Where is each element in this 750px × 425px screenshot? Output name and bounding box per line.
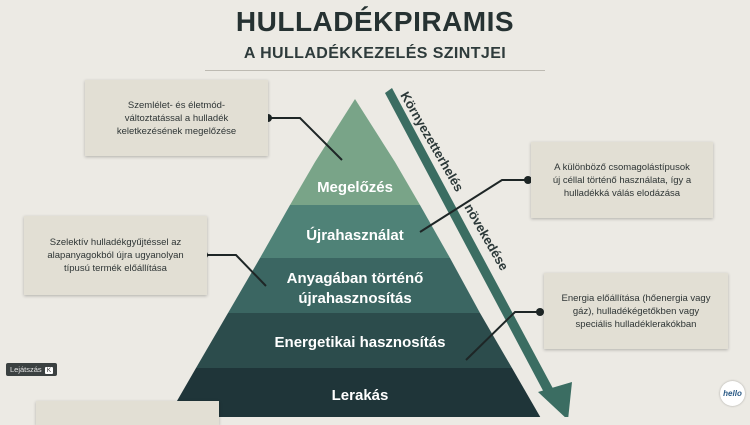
playback-label: Lejátszás xyxy=(10,365,42,374)
level-label-recycling-line1: Anyagában történő xyxy=(287,270,424,287)
callout-landfill-partial xyxy=(36,401,219,425)
connector-dot-energy xyxy=(536,308,544,316)
environmental-load-arrow-head xyxy=(538,382,572,417)
pyramid-level-prevention-lower xyxy=(290,162,420,205)
pyramid-level-landfill xyxy=(167,368,541,417)
connector-energy xyxy=(465,311,540,361)
title-divider xyxy=(205,70,545,71)
callout-reuse: A különböző csomagolástípusok új céllal … xyxy=(531,142,713,218)
page-title: HULLADÉKPIRAMIS xyxy=(235,6,515,37)
hello-logo[interactable]: hello xyxy=(720,381,745,406)
pyramid-level-recycling xyxy=(228,258,480,313)
level-label-energy: Energetikai hasznosítás xyxy=(275,334,446,351)
connector-recycling xyxy=(204,254,267,287)
callout-energy: Energia előállítása (hőenergia vagy gáz)… xyxy=(544,273,728,349)
level-label-reuse: Újrahasználat xyxy=(306,226,404,244)
callout-reuse-text: A különböző csomagolástípusok új céllal … xyxy=(552,161,692,199)
environmental-load-arrow xyxy=(385,88,557,400)
level-label-prevention: Megelőzés xyxy=(317,179,393,196)
hello-logo-text: hello xyxy=(723,389,742,398)
pyramid-level-reuse xyxy=(260,205,450,258)
keyboard-key-hint: K xyxy=(44,367,54,374)
callout-energy-text: Energia előállítása (hőenergia vagy gáz)… xyxy=(561,292,711,330)
pyramid-level-prevention xyxy=(315,99,395,162)
page-subtitle: A HULLADÉKKEZELÉS SZINTJEI xyxy=(243,45,507,62)
level-label-landfill: Lerakás xyxy=(332,387,389,404)
callout-prevention-text: Szemlélet- és életmód-változtatással a h… xyxy=(116,99,237,137)
callout-prevention: Szemlélet- és életmód-változtatással a h… xyxy=(85,80,268,156)
callout-recycling-text: Szelektív hulladékgyűjtéssel az alapanya… xyxy=(47,237,184,274)
callout-recycling: Szelektív hulladékgyűjtéssel az alapanya… xyxy=(24,216,207,295)
connector-reuse xyxy=(419,179,528,233)
pyramid-level-energy xyxy=(196,313,512,368)
connector-prevention xyxy=(268,117,343,161)
connector-dot-reuse xyxy=(524,176,532,184)
level-label-recycling-line2: újrahasznosítás xyxy=(298,290,411,307)
